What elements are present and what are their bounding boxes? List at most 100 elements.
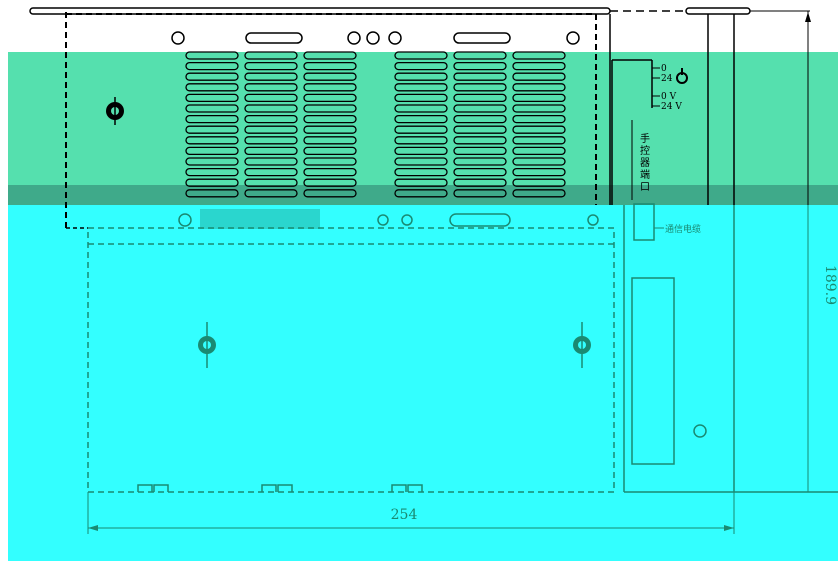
vent-slot bbox=[453, 104, 507, 113]
vent-slot bbox=[453, 114, 507, 124]
ventilation-slots bbox=[185, 51, 566, 198]
terminal-label-4: 24 V bbox=[661, 102, 682, 112]
vent-slot bbox=[512, 189, 566, 198]
vent-slot bbox=[244, 146, 298, 156]
manual-port-label: 手控器端口 bbox=[640, 132, 650, 193]
vent-slot bbox=[244, 125, 298, 134]
vent-slot bbox=[185, 136, 239, 145]
vent-slot bbox=[244, 51, 298, 60]
top-holes bbox=[171, 31, 580, 45]
top-slot-left bbox=[245, 32, 303, 44]
indicator-hole bbox=[693, 424, 707, 438]
vent-slot bbox=[512, 157, 566, 166]
vent-slot bbox=[303, 61, 357, 71]
vent-slot bbox=[244, 189, 298, 198]
vent-slot bbox=[394, 83, 448, 92]
vent-slot bbox=[453, 167, 507, 177]
width-label: 254 bbox=[391, 507, 418, 523]
vent-slot bbox=[185, 178, 239, 187]
vent-slot bbox=[453, 146, 507, 156]
width-dimension: 254 bbox=[87, 492, 735, 534]
vent-slot bbox=[185, 125, 239, 134]
mount-bolt-front-left bbox=[198, 322, 216, 368]
vent-slot bbox=[453, 93, 507, 103]
vent-slot bbox=[185, 51, 239, 60]
top-hole-2 bbox=[347, 31, 361, 45]
vent-slot bbox=[303, 167, 357, 177]
mount-bolt-left bbox=[106, 97, 124, 125]
vent-slot bbox=[394, 104, 448, 113]
top-slot-right bbox=[453, 32, 511, 44]
comm-cable-label: 通信电缆 bbox=[665, 223, 701, 235]
vent-slot bbox=[394, 189, 448, 198]
dark-green-band bbox=[8, 185, 838, 207]
vent-slot bbox=[394, 125, 448, 134]
vent-slot bbox=[512, 83, 566, 92]
vent-slot bbox=[303, 157, 357, 166]
terminal-block: 0 24 0 V 24 V bbox=[652, 64, 688, 112]
vent-slot bbox=[394, 61, 448, 71]
lower-hole-row bbox=[178, 209, 599, 229]
height-dimension: 189.9 bbox=[805, 11, 838, 492]
vent-slot bbox=[244, 178, 298, 187]
vent-slot bbox=[303, 189, 357, 198]
vent-slot bbox=[244, 93, 298, 103]
vent-slot bbox=[185, 104, 239, 113]
vent-slot bbox=[244, 167, 298, 177]
vent-slot bbox=[303, 51, 357, 60]
green-band bbox=[8, 52, 838, 187]
vent-slot bbox=[185, 114, 239, 124]
main-enclosure bbox=[65, 12, 597, 229]
bottom-feet bbox=[137, 484, 423, 492]
vent-slot bbox=[303, 136, 357, 145]
vent-slot bbox=[512, 51, 566, 60]
vent-slot bbox=[244, 83, 298, 92]
vent-slot bbox=[394, 114, 448, 124]
vent-slot bbox=[453, 83, 507, 92]
top-hole-5 bbox=[566, 31, 580, 45]
vent-slot bbox=[394, 136, 448, 145]
comm-cable-connector: 通信电缆 bbox=[633, 203, 701, 241]
vent-slot bbox=[512, 125, 566, 134]
side-panel bbox=[609, 14, 735, 205]
vent-slot bbox=[453, 157, 507, 166]
vent-slot bbox=[185, 157, 239, 166]
vent-slot bbox=[512, 61, 566, 71]
vent-slot bbox=[185, 167, 239, 177]
vent-slot bbox=[453, 136, 507, 145]
vent-slot bbox=[394, 178, 448, 187]
vent-slot bbox=[453, 178, 507, 187]
terminal-label-3: 0 V bbox=[661, 92, 677, 102]
vent-slot bbox=[185, 189, 239, 198]
vent-slot bbox=[512, 93, 566, 103]
vent-slot bbox=[512, 114, 566, 124]
terminal-label-2: 24 bbox=[661, 74, 673, 84]
vent-slot bbox=[244, 114, 298, 124]
vent-slot bbox=[512, 136, 566, 145]
front-view bbox=[87, 205, 838, 493]
vent-slot bbox=[394, 93, 448, 103]
vent-slot bbox=[512, 167, 566, 177]
vent-slot bbox=[453, 51, 507, 60]
vent-slot bbox=[512, 104, 566, 113]
vent-slot bbox=[303, 72, 357, 81]
vent-slot bbox=[185, 61, 239, 71]
vent-slot bbox=[453, 125, 507, 134]
vent-slot bbox=[303, 114, 357, 124]
vent-slot bbox=[244, 136, 298, 145]
foot-1 bbox=[137, 484, 169, 492]
foot-3 bbox=[391, 484, 423, 492]
vent-slot bbox=[303, 125, 357, 134]
height-label: 189.9 bbox=[822, 265, 838, 305]
vent-slot bbox=[303, 83, 357, 92]
vent-slot bbox=[512, 146, 566, 156]
vent-slot bbox=[303, 104, 357, 113]
mount-bolt-front-right bbox=[573, 322, 591, 368]
vent-slot bbox=[394, 72, 448, 81]
vent-slot bbox=[303, 146, 357, 156]
vent-slot bbox=[512, 178, 566, 187]
display-slot bbox=[631, 277, 675, 465]
vent-slot bbox=[303, 178, 357, 187]
vent-slot bbox=[453, 72, 507, 81]
